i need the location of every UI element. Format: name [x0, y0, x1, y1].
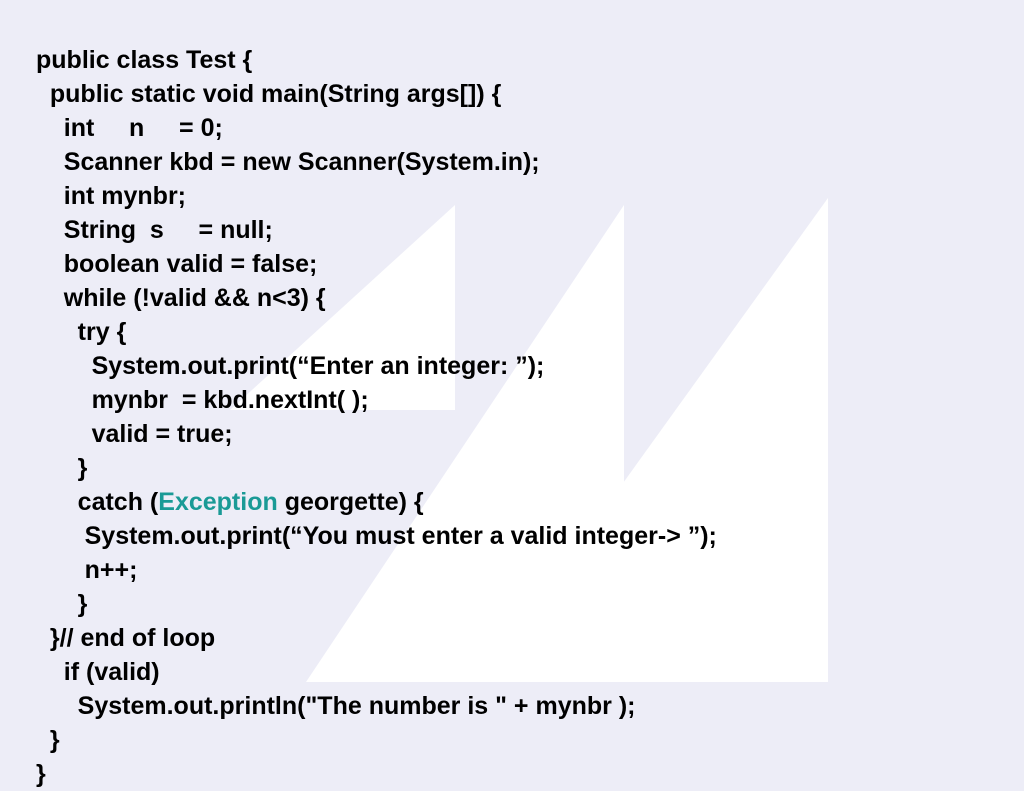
code-line: valid = true;	[36, 420, 233, 448]
code-line: try {	[36, 318, 127, 346]
code-line: }// end of loop	[36, 624, 216, 652]
code-line: }	[36, 726, 60, 754]
code-line: mynbr = kbd.nextInt( );	[36, 386, 369, 414]
catch-suffix: georgette) {	[277, 488, 424, 516]
code-line: Scanner kbd = new Scanner(System.in);	[36, 148, 540, 176]
background-triangle-2	[306, 205, 624, 682]
code-line: System.out.print(“You must enter a valid…	[36, 522, 717, 550]
exception-keyword: Exception	[158, 488, 278, 516]
code-line: n++;	[36, 556, 138, 584]
code-line: }	[36, 454, 88, 482]
code-line: if (valid)	[36, 658, 160, 686]
code-line-catch: catch (Exception georgette) {	[36, 485, 424, 519]
background-triangle-1	[230, 205, 455, 410]
catch-prefix: catch (	[36, 488, 159, 516]
code-line: }	[36, 590, 88, 618]
code-line: boolean valid = false;	[36, 250, 318, 278]
code-line: public class Test {	[36, 46, 253, 74]
code-line: while (!valid && n<3) {	[36, 284, 326, 312]
code-line: int mynbr;	[36, 182, 186, 210]
background-shapes	[230, 198, 828, 682]
code-line: System.out.println("The number is " + my…	[36, 692, 636, 720]
background-triangle-3	[480, 198, 828, 682]
code-line: System.out.print(“Enter an integer: ”);	[36, 352, 545, 380]
code-line: String s = null;	[36, 216, 273, 244]
code-line: public static void main(String args[]) {	[36, 80, 502, 108]
code-line: }	[36, 760, 46, 788]
code-line: int n = 0;	[36, 114, 223, 142]
